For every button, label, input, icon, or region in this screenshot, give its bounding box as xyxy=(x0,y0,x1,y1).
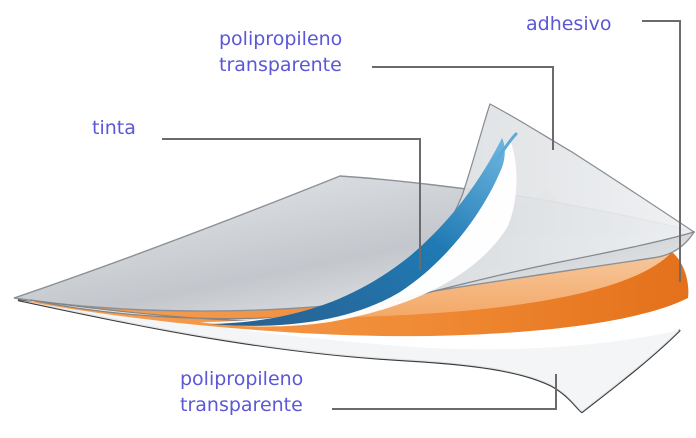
bottom-film-sheet xyxy=(18,300,680,412)
label-adhesive: adhesivo xyxy=(526,13,612,35)
label-bottom-transparent-polypropylene: polipropileno transparente xyxy=(180,366,303,418)
leader-bottom-film xyxy=(332,374,557,410)
leader-adhesive xyxy=(642,20,681,282)
label-ink: tinta xyxy=(92,117,136,139)
label-top-film-line1: polipropileno xyxy=(219,28,343,50)
adhesive-peak xyxy=(300,188,672,318)
label-bottom-film-line2: transparente xyxy=(180,394,303,416)
ink-highlight xyxy=(494,132,518,162)
label-top-film-line2: transparente xyxy=(219,54,342,76)
label-bottom-film-line1: polipropileno xyxy=(180,368,304,390)
print-substrate-band xyxy=(200,140,517,327)
label-top-transparent-polypropylene: polipropileno transparente xyxy=(219,26,342,78)
leader-top-film xyxy=(372,66,554,150)
leader-lines xyxy=(162,20,681,410)
leader-ink xyxy=(162,138,421,270)
ink-layer xyxy=(210,138,505,326)
